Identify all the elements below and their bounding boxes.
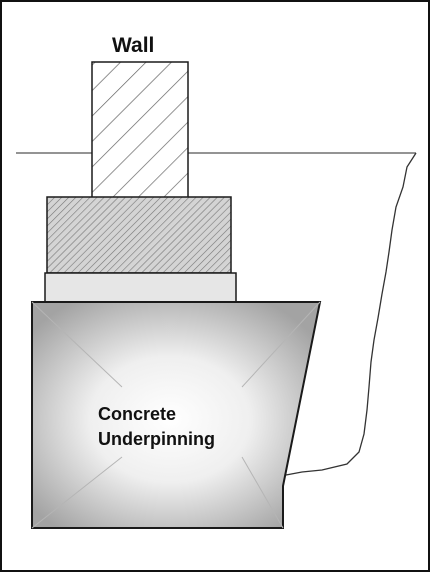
wall-label: Wall [112,34,154,57]
existing-footing [46,196,232,274]
underpinning-label-line1: Concrete [98,404,176,424]
wall [91,61,189,199]
excavation-edge [285,152,417,476]
underpinning-bevels [31,301,321,529]
underpinning-label-line2: Underpinning [98,429,215,449]
footing-pad [44,272,237,303]
